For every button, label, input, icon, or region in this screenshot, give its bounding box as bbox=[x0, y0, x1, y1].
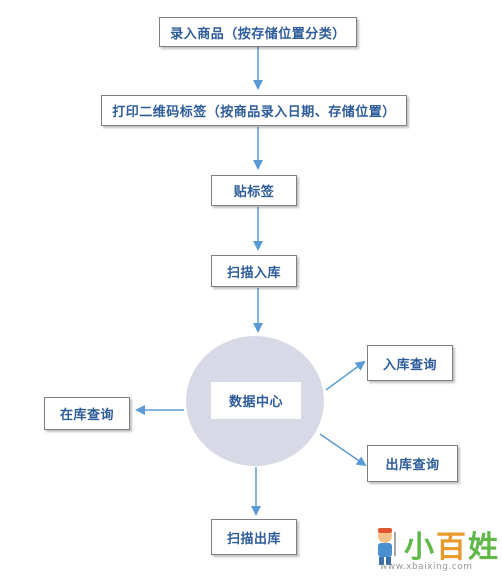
node-scan-out: 扫描出库 bbox=[211, 519, 297, 555]
mascot-icon bbox=[378, 528, 396, 565]
watermark-url: www.xbaixing.com bbox=[380, 562, 473, 572]
node-enter-goods-label: 录入商品（按存储位置分类） bbox=[170, 26, 346, 42]
node-inbound-query-text: 入库查询 bbox=[382, 357, 437, 373]
node-inbound-query: 入库查询 bbox=[367, 345, 453, 381]
node-print-qr-label-text: 打印二维码标签（按商品录入日期、存储位置） bbox=[112, 105, 396, 120]
node-outbound-query: 出库查询 bbox=[367, 445, 458, 482]
node-in-stock-query: 在库查询 bbox=[44, 397, 130, 430]
node-data-center-text: 数据中心 bbox=[228, 395, 283, 410]
node-enter-goods: 录入商品（按存储位置分类） bbox=[159, 17, 357, 47]
node-stick-label-text: 贴标签 bbox=[233, 185, 275, 200]
node-print-qr-label: 打印二维码标签（按商品录入日期、存储位置） bbox=[101, 95, 407, 126]
watermark-logo: 小 百 姓 www.xbaixing.com bbox=[370, 522, 500, 574]
arrow-center-to-outbound bbox=[319, 433, 367, 467]
node-stick-label: 贴标签 bbox=[211, 175, 297, 206]
watermark-char-1: 小 bbox=[404, 530, 434, 565]
watermark-char-3: 姓 bbox=[468, 530, 498, 565]
arrow-center-to-inbound bbox=[325, 360, 366, 391]
node-scan-in: 扫描入库 bbox=[211, 255, 297, 287]
node-scan-out-text: 扫描出库 bbox=[226, 531, 281, 547]
node-data-center: 数据中心 bbox=[211, 382, 301, 419]
node-in-stock-query-text: 在库查询 bbox=[59, 408, 114, 423]
node-outbound-query-text: 出库查询 bbox=[385, 458, 440, 473]
watermark-char-2: 百 bbox=[436, 530, 466, 565]
node-scan-in-text: 扫描入库 bbox=[226, 265, 281, 281]
